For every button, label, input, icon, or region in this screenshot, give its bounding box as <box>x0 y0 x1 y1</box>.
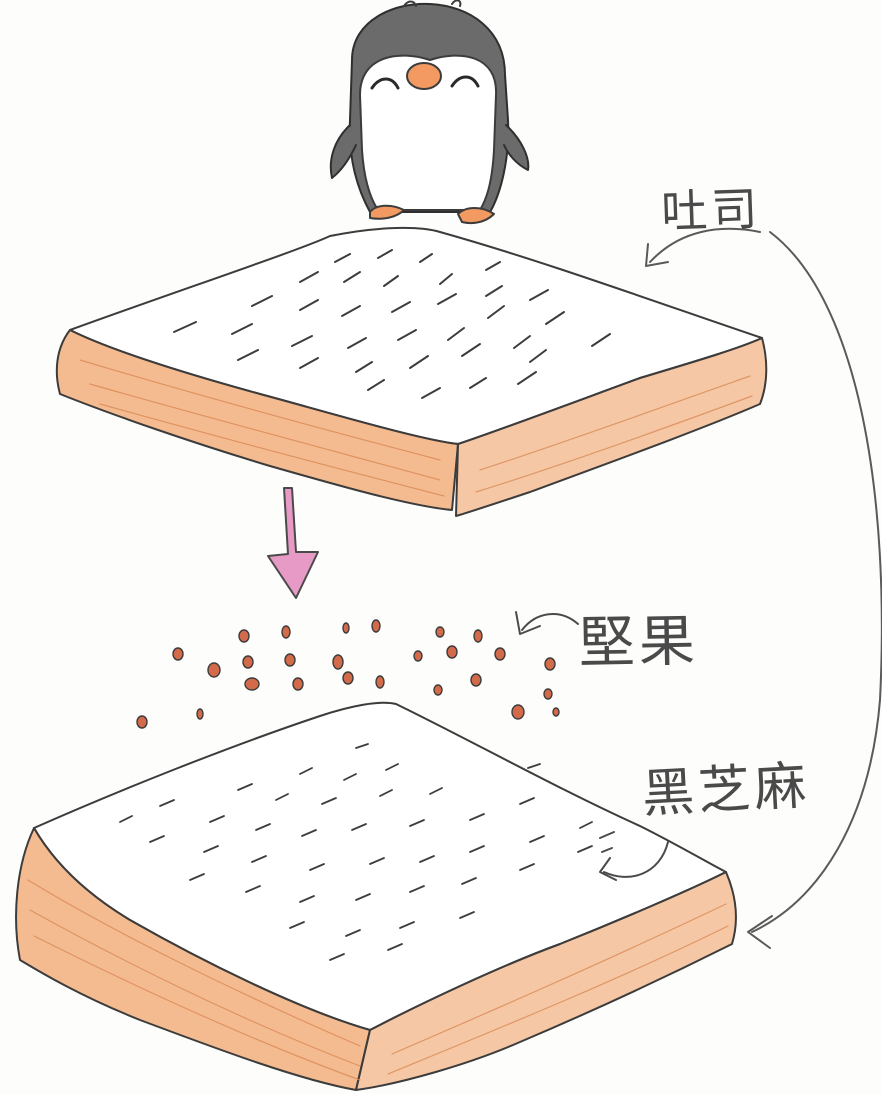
nuts-cluster <box>136 619 560 729</box>
curved-arrow-icon <box>645 227 882 949</box>
sesame-pointer-arrow <box>599 831 669 881</box>
black-sesame-label: 黑芝麻 <box>640 756 812 825</box>
nuts-pointer-arrow <box>515 611 579 635</box>
top-toast-slice <box>55 226 768 517</box>
bottom-toast-slice <box>15 701 737 1091</box>
nuts-label: 堅果 <box>578 608 700 676</box>
down-arrow-icon <box>267 487 319 599</box>
toast-label: 吐司 <box>660 181 763 239</box>
penguin-icon <box>329 0 530 224</box>
nut-icon <box>136 619 560 729</box>
